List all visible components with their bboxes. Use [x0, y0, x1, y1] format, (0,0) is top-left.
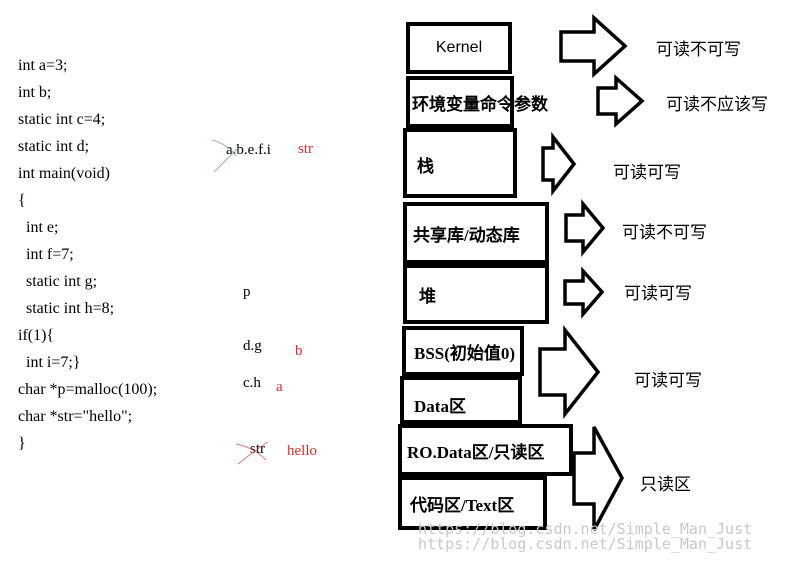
segment-heap: 堆 — [403, 264, 549, 324]
arrow-ro-text — [572, 426, 624, 531]
segment-data: Data区 — [400, 376, 522, 424]
bss-vars-annotation: d.g — [243, 338, 262, 354]
arrow-stack — [541, 131, 577, 197]
segment-data-label: Data区 — [414, 396, 466, 416]
watermark-text-shadow: https://blog.csdn.net/Simple_Man_Just — [418, 535, 753, 553]
perm-ro-text: 只读区 — [640, 475, 691, 494]
segment-stack: 栈 — [403, 128, 517, 198]
arrow-shared — [564, 199, 606, 257]
code-line: char *str="hello"; — [18, 408, 133, 425]
perm-shared: 可读不可写 — [622, 223, 707, 242]
perm-kernel: 可读不可写 — [656, 40, 741, 59]
data-vars-annotation: c.h — [243, 375, 261, 391]
segment-shared: 共享库/动态库 — [403, 202, 549, 264]
perm-heap: 可读可写 — [624, 284, 692, 303]
perm-bss-data: 可读可写 — [634, 371, 702, 390]
segment-env: 环境变量命令参数 — [406, 76, 548, 128]
segment-kernel: Kernel — [406, 22, 512, 74]
code-line: int e; — [18, 219, 59, 236]
code-line: int f=7; — [18, 246, 74, 263]
code-line: int main(void) — [18, 165, 110, 182]
code-line: int i=7;} — [18, 354, 81, 371]
strike-mark-stack — [211, 139, 239, 173]
source-code: int a=3; int b; static int c=4; static i… — [18, 52, 157, 457]
code-line: static int h=8; — [18, 300, 115, 317]
segment-text: 代码区/Text区 — [398, 476, 547, 530]
code-line: int a=3; — [18, 57, 68, 74]
stack-vars-annotation: a.b.e.f.i — [226, 142, 271, 158]
code-line: static int d; — [18, 138, 90, 155]
perm-stack: 可读可写 — [613, 163, 681, 182]
code-line: char *p=malloc(100); — [18, 381, 158, 398]
ro-value-annotation: hello — [287, 443, 317, 459]
code-line: { — [18, 192, 26, 209]
code-line: static int g; — [18, 273, 98, 290]
segment-rodata: RO.Data区/只读区 — [398, 424, 573, 476]
segment-text-label: 代码区/Text区 — [410, 495, 515, 515]
strike-mark-ro — [235, 441, 269, 465]
arrow-env — [596, 74, 645, 128]
stack-ptr-annotation: str — [298, 141, 313, 157]
arrow-kernel — [559, 14, 628, 78]
data-extra-annotation: a — [276, 379, 283, 395]
segment-bss-label: BSS(初始值0) — [414, 343, 516, 363]
segment-shared-label: 共享库/动态库 — [413, 225, 520, 245]
code-line: int b; — [18, 84, 52, 101]
segment-env-label: 环境变量命令参数 — [412, 94, 548, 114]
bss-extra-annotation: b — [295, 343, 303, 359]
arrow-heap — [563, 266, 605, 319]
watermark-text: https://blog.csdn.net/Simple_Man_Just — [418, 520, 753, 538]
code-line: } — [18, 435, 26, 452]
code-line: static int c=4; — [18, 111, 106, 128]
code-line: if(1){ — [18, 327, 55, 344]
heap-var-annotation: p — [243, 284, 251, 300]
segment-rodata-label: RO.Data区/只读区 — [407, 442, 545, 462]
segment-kernel-label: Kernel — [435, 39, 483, 56]
segment-bss: BSS(初始值0) — [402, 326, 524, 376]
segment-heap-label: 堆 — [419, 286, 436, 306]
arrow-bss-data — [538, 324, 601, 420]
segment-stack-label: 栈 — [417, 157, 434, 176]
perm-env: 可读不应该写 — [666, 95, 768, 114]
